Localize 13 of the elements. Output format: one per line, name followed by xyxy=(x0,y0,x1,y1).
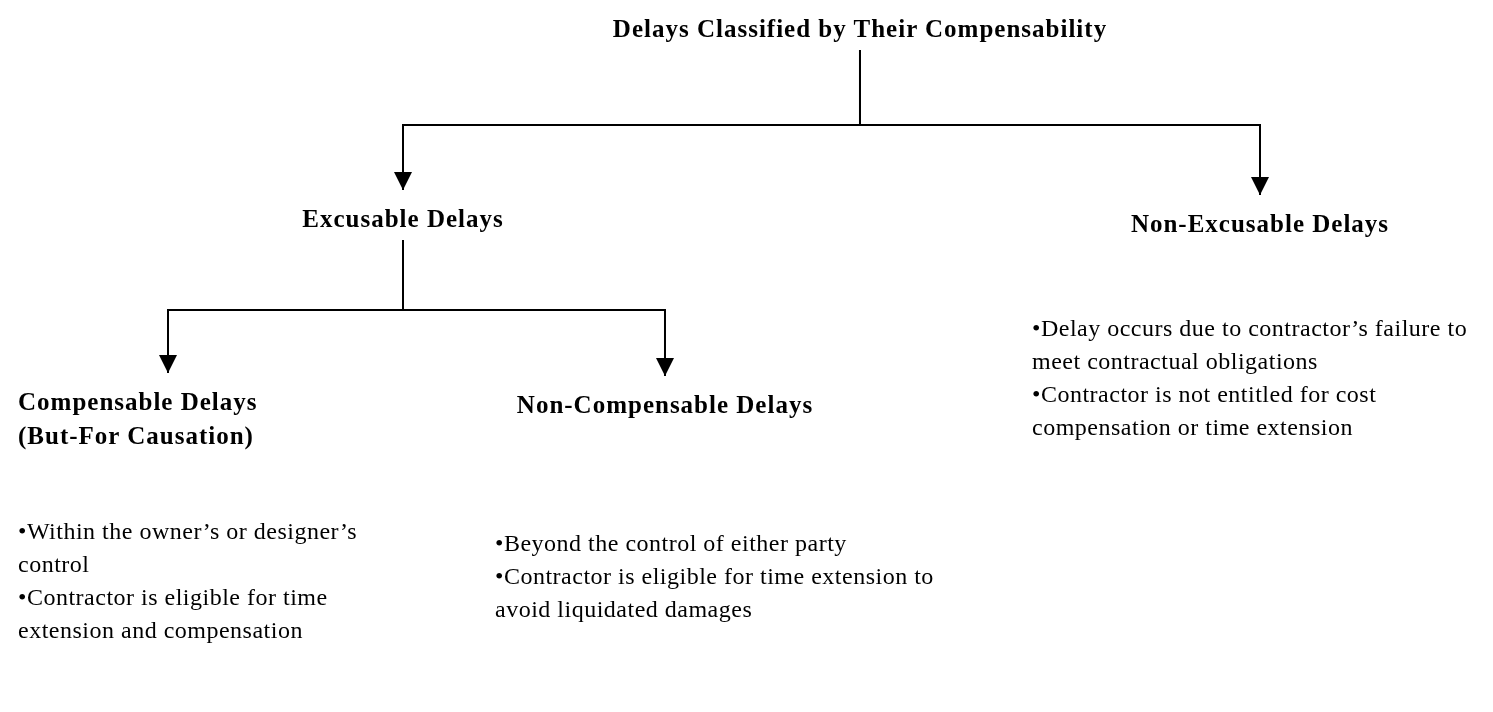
heading-text: Delays Classified by Their Compensability xyxy=(612,14,1108,44)
bullet-text: •Beyond the control of either party xyxy=(495,529,848,558)
heading-text: Non-Excusable Delays xyxy=(1130,209,1390,239)
heading-text: Non-Compensable Delays xyxy=(516,390,814,420)
bullet-text: •Contractor is not entitled for cost compensation or time extension xyxy=(1032,380,1378,442)
bullet-text: •Delay occurs due to contractor’s failure to meet contractual obligations xyxy=(1032,314,1469,376)
arrow xyxy=(402,239,674,377)
heading-text: Excusable Delays xyxy=(302,204,504,234)
bullet-text: •Contractor is eligible for time extension to avoid liquidated damages xyxy=(495,562,935,624)
bullet-text: •Within the owner’s or designer’s control xyxy=(18,517,358,579)
heading-text: Compensable Delays (But-For Causation) xyxy=(18,387,259,452)
bullet-text: •Contractor is eligible for time extension and compensation xyxy=(18,583,329,645)
arrow xyxy=(859,49,1269,196)
